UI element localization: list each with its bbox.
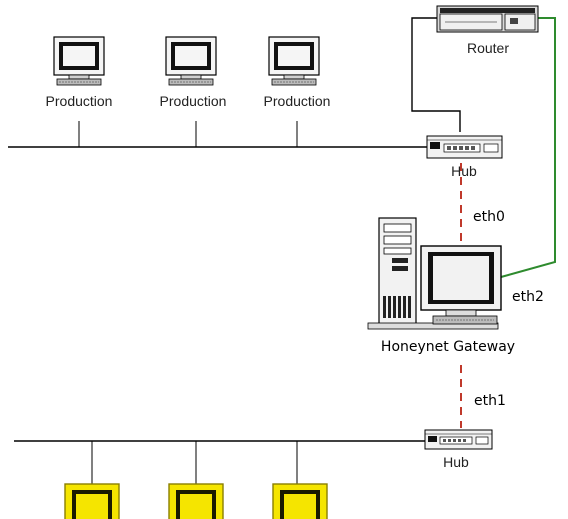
gateway-label: Honeynet Gateway <box>381 339 515 355</box>
router-gateway-link <box>500 17 556 278</box>
production-label-2: Production <box>160 93 227 109</box>
router-icon <box>436 5 539 33</box>
production-label-3: Production <box>264 93 331 109</box>
eth2-label: eth2 <box>512 289 544 305</box>
router-label: Router <box>467 40 509 56</box>
gateway-computer-icon <box>367 217 502 330</box>
honeypot-icon <box>168 483 224 519</box>
workstation-icon <box>268 36 320 86</box>
production-label-1: Production <box>46 93 113 109</box>
workstation-icon <box>165 36 217 86</box>
eth1-label: eth1 <box>474 393 506 409</box>
hub-bottom-label: Hub <box>443 454 469 470</box>
hub-icon <box>424 429 493 450</box>
hub-top-label: Hub <box>451 163 477 179</box>
workstation-icon <box>53 36 105 86</box>
eth0-label: eth0 <box>473 209 505 225</box>
router-hub-link <box>411 17 461 132</box>
honeypot-icon <box>64 483 120 519</box>
hub-icon <box>426 135 503 159</box>
honeypot-icon <box>272 483 328 519</box>
